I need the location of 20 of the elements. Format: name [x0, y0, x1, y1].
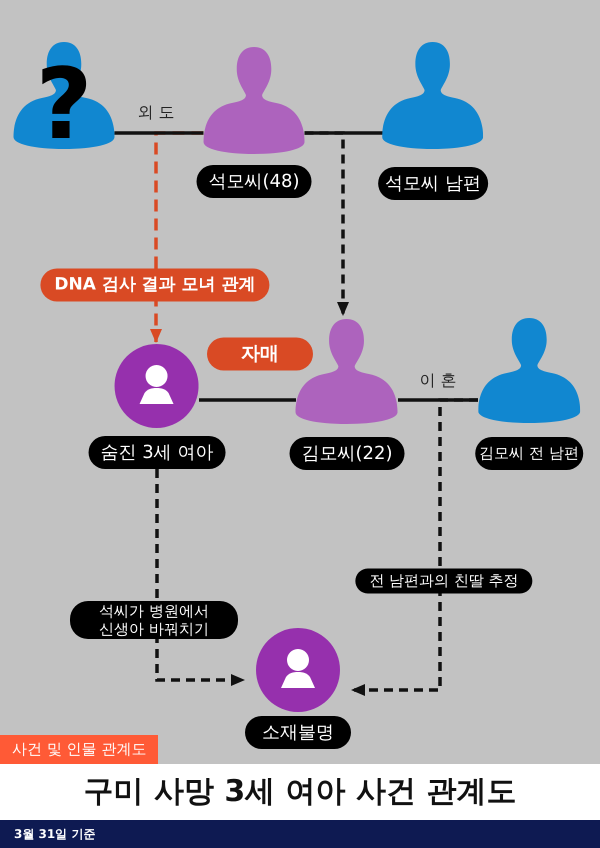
dashed-arrow	[155, 469, 245, 686]
relation-tag: 전 남편과의 친딸 추정	[355, 568, 533, 594]
connector-line	[304, 131, 382, 135]
name-tag: 소재불명	[245, 716, 351, 749]
name-tag: 석모씨(48)	[196, 165, 312, 198]
edge-label: 외 도	[137, 102, 175, 124]
name-tag: 김모씨(22)	[290, 437, 404, 470]
name-tag: 숨진 3세 여아	[88, 436, 226, 469]
section-tag: 사건 및 인물 관계도	[0, 735, 158, 764]
edge-label: 이 혼	[419, 370, 457, 392]
relation-tag: 자매	[207, 338, 313, 370]
relation-tag: DNA 검사 결과 모녀 관계	[40, 268, 270, 302]
connector-line	[114, 131, 204, 135]
title: 구미 사망 3세 여아 사건 관계도	[0, 764, 600, 820]
relation-tag: 석씨가 병원에서 신생아 바꿔치기	[70, 601, 238, 639]
date-note: 3월 31일 기준	[0, 820, 600, 848]
name-tag: 석모씨 남편	[378, 167, 488, 200]
connector-line	[398, 398, 478, 402]
connector-line	[199, 398, 296, 402]
name-tag: 김모씨 전 남편	[475, 437, 583, 470]
